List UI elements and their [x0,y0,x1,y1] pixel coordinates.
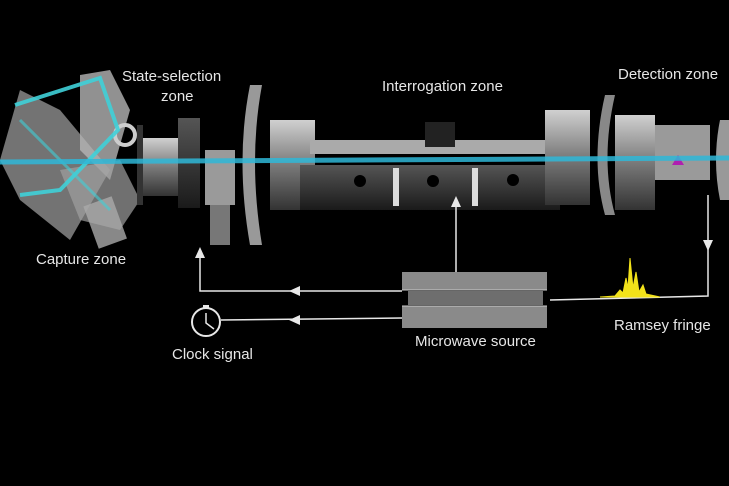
capture-zone-assembly [0,70,140,249]
microwave-source-label: Microwave source [415,333,536,350]
atom-beam [0,155,729,165]
capture-zone-label: Capture zone [36,251,127,268]
interrogation-assembly [300,122,560,210]
state-selection-assembly [137,85,315,245]
state-selection-label: State-selection [122,68,222,85]
clock-icon [191,305,221,337]
detection-assembly [545,95,729,215]
arrowheads [195,196,713,325]
clock-signal-label: Clock signal [172,346,253,363]
laser-beam [14,75,121,197]
microwave-source-block [402,272,547,328]
interrogation-zone-label: Interrogation zone [382,78,503,95]
state-selection-label-line2: zone [161,88,194,105]
ramsey-fringe-label: Ramsey fringe [614,317,711,334]
signal-lines [199,195,709,321]
ramsey-fringe-plot [599,257,661,298]
detection-zone-label: Detection zone [618,66,719,83]
